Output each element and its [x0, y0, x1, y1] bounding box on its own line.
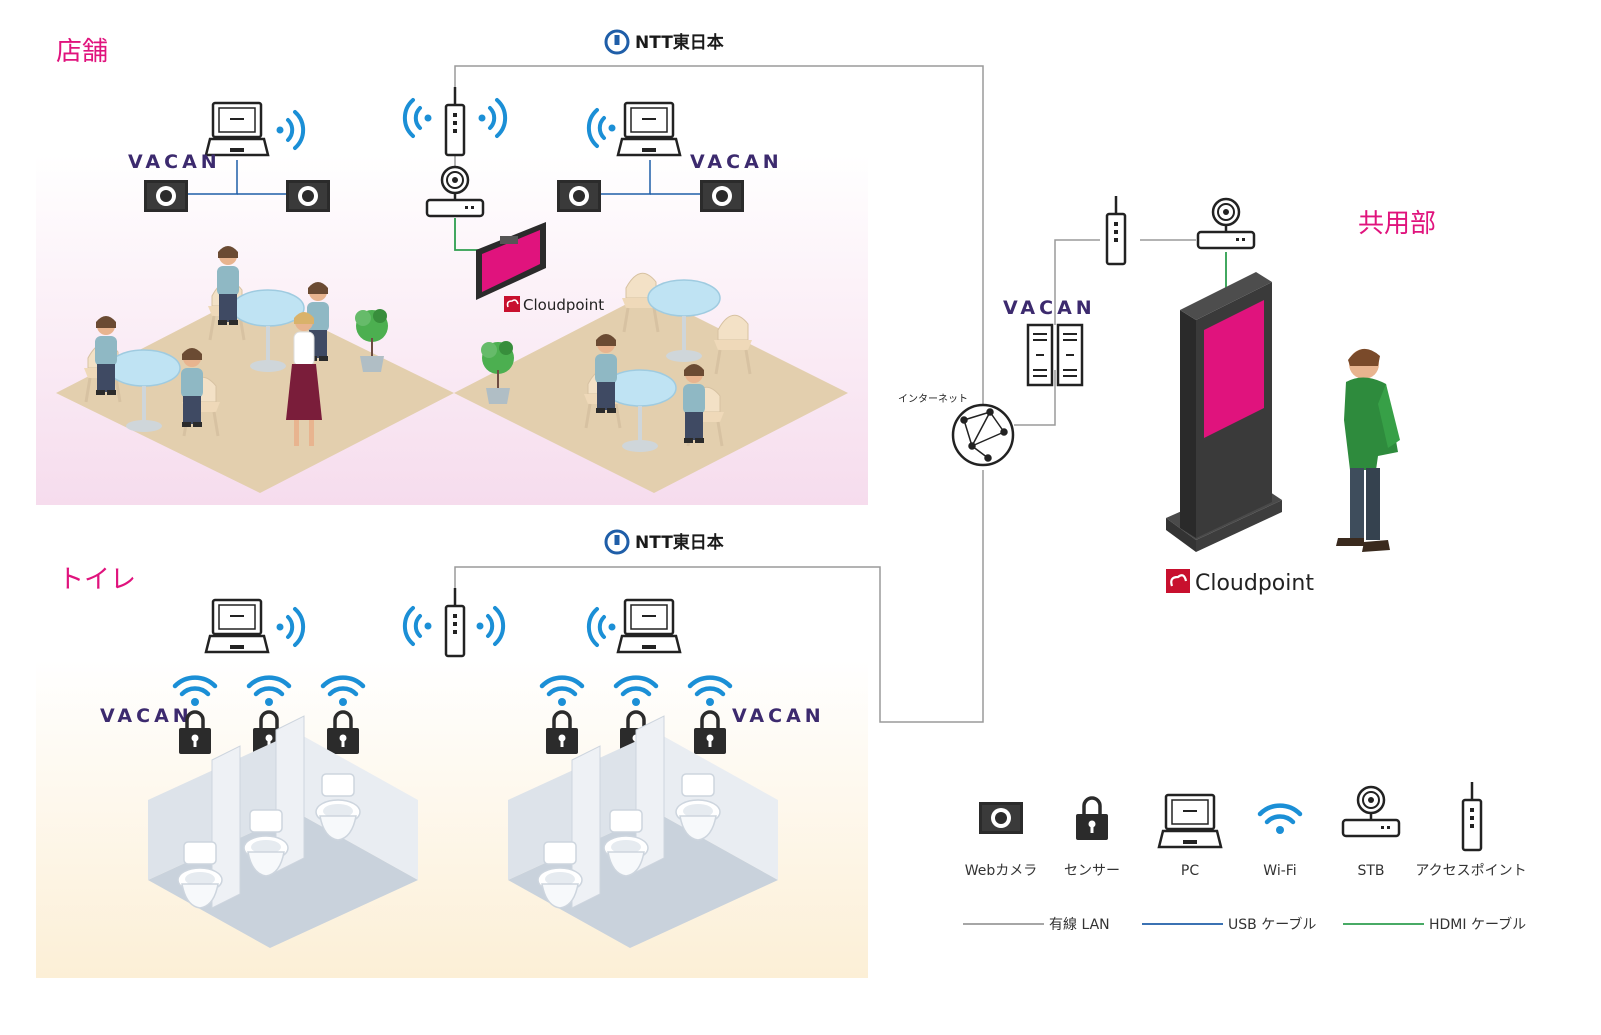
- legend: Webカメラ センサー PC Wi-Fi STB アクセスポイント 有線 LAN: [963, 780, 1527, 933]
- wifi-icon: [274, 607, 306, 647]
- ntt-mark-icon: [604, 29, 630, 55]
- stb-icon: [1196, 197, 1256, 250]
- staff-figure: [286, 312, 322, 446]
- ntt-logo-store: NTT東日本: [604, 29, 724, 55]
- internet-label: インターネット: [898, 393, 968, 405]
- stb-icon: [1341, 785, 1401, 838]
- toilet-room-left: [148, 715, 418, 948]
- access-point-icon: [444, 586, 466, 658]
- legend-line-hdmi: HDMI ケーブル: [1343, 916, 1526, 933]
- legend-item-access-point: アクセスポイント: [1415, 780, 1527, 879]
- zone-title-store: 店舗: [56, 37, 108, 67]
- ntt-brand-text: NTT東日本: [635, 532, 724, 553]
- wifi-icon: [586, 108, 618, 148]
- kiosk-signage: [1166, 272, 1282, 552]
- pc-laptop-icon: [616, 101, 682, 157]
- legend-label: Wi-Fi: [1263, 863, 1296, 879]
- lan-cables: [454, 65, 1196, 723]
- pc-laptop-icon: [1157, 793, 1223, 849]
- pc-laptop-icon: [204, 101, 270, 157]
- cloudpoint-logo-common: Cloudpoint: [1166, 569, 1314, 596]
- store-signage-display: [476, 222, 546, 300]
- legend-item-stb: STB: [1341, 785, 1401, 879]
- legend-label: STB: [1357, 863, 1384, 879]
- visitor-figure: [1336, 348, 1400, 552]
- lan-line-server: [1014, 370, 1056, 426]
- access-point-icon: [1461, 780, 1483, 852]
- vacan-logo: VACAN: [128, 151, 221, 173]
- ntt-mark-icon: [604, 529, 630, 555]
- cloudpoint-logo-store: Cloudpoint: [504, 296, 604, 314]
- wifi-icon: [474, 606, 506, 646]
- legend-label: Webカメラ: [965, 863, 1038, 879]
- web-camera-icon: [286, 180, 330, 212]
- access-point-icon: [1105, 194, 1127, 266]
- web-camera-icon: [144, 180, 188, 212]
- ntt-brand-text: NTT東日本: [635, 32, 724, 53]
- vacan-logo: VACAN: [732, 705, 825, 727]
- wifi-icon: [402, 606, 434, 646]
- legend-line-lan: 有線 LAN: [963, 917, 1110, 933]
- web-camera-icon: [700, 180, 744, 212]
- customer-figure: [181, 348, 203, 427]
- vacan-logo: VACAN: [1003, 297, 1096, 319]
- ntt-logo-toilet: NTT東日本: [604, 529, 724, 555]
- legend-line-label: USB ケーブル: [1228, 916, 1316, 933]
- wifi-icon: [586, 607, 618, 647]
- toilet-room-right: [508, 715, 778, 948]
- legend-item-sensor: センサー: [1064, 796, 1120, 879]
- cloudpoint-brand-text: Cloudpoint: [523, 296, 604, 314]
- access-point-icon: [444, 85, 466, 157]
- pc-laptop-icon: [204, 598, 270, 654]
- vacan-server-icon: [1026, 323, 1084, 387]
- web-camera-icon: [979, 802, 1023, 834]
- legend-label: アクセスポイント: [1415, 863, 1526, 879]
- lan-line-common-ap: [1054, 239, 1100, 325]
- cloudpoint-mark-icon: [1166, 569, 1190, 593]
- legend-line-usb: USB ケーブル: [1142, 916, 1316, 933]
- sensor-lock-icon: [1074, 796, 1110, 842]
- customer-figure: [217, 246, 239, 325]
- usb-cables: [188, 160, 700, 195]
- legend-label: センサー: [1064, 863, 1120, 879]
- cloudpoint-brand-text: Cloudpoint: [1195, 571, 1314, 596]
- web-camera-icon: [557, 180, 601, 212]
- customer-figure: [95, 316, 117, 395]
- legend-label: PC: [1181, 863, 1199, 879]
- legend-line-label: HDMI ケーブル: [1429, 916, 1526, 933]
- wifi-icon: [274, 110, 306, 150]
- vacan-logo: VACAN: [100, 705, 193, 727]
- zone-title-toilet: トイレ: [58, 565, 136, 595]
- lan-line-store: [454, 65, 984, 405]
- internet-globe-icon: [951, 403, 1015, 467]
- wifi-icon: [402, 98, 434, 138]
- wifi-icon: [1260, 806, 1300, 834]
- legend-item-web-camera: Webカメラ: [965, 802, 1038, 879]
- vacan-logo: VACAN: [690, 151, 783, 173]
- lan-line-toilet: [454, 470, 984, 723]
- store-floor-left: [56, 293, 454, 493]
- pc-laptop-icon: [616, 598, 682, 654]
- legend-item-wifi: Wi-Fi: [1260, 806, 1300, 879]
- legend-item-pc: PC: [1157, 793, 1223, 879]
- wifi-icon: [476, 98, 508, 138]
- customer-figure: [595, 334, 617, 413]
- zone-title-common: 共用部: [1358, 209, 1436, 239]
- legend-line-label: 有線 LAN: [1049, 917, 1110, 933]
- customer-figure: [683, 364, 705, 443]
